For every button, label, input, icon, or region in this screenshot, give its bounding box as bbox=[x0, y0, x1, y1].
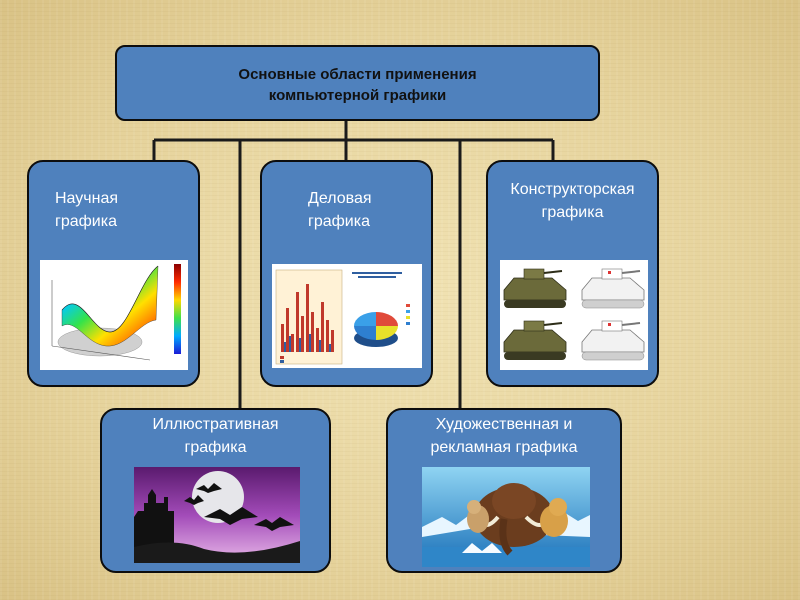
artistic-advertising-graphics-label: Художественная и рекламная графика bbox=[430, 416, 578, 456]
3d-surface-plot-image bbox=[40, 260, 188, 370]
diagram-title: Основные области применения компьютерной… bbox=[117, 64, 598, 106]
business-graphics-label: Деловая графика bbox=[308, 190, 372, 230]
scientific-graphics-box: Научная графика bbox=[27, 160, 200, 387]
scientific-graphics-label: Научная графика bbox=[55, 190, 119, 230]
ice-age-cartoon-image bbox=[422, 467, 590, 567]
artistic-advertising-graphics-box: Художественная и рекламная графика bbox=[386, 408, 622, 573]
vehicle-2 bbox=[581, 268, 645, 309]
illustrative-graphics-box: Иллюстративная графика bbox=[100, 408, 331, 573]
armored-vehicles-image bbox=[500, 260, 648, 370]
engineering-graphics-label: Конструкторская графика bbox=[510, 181, 635, 221]
tank-1 bbox=[503, 268, 567, 308]
vehicle-4 bbox=[581, 320, 645, 361]
title-line-2: компьютерной графики bbox=[268, 87, 447, 104]
castle-bats-moon-image bbox=[134, 467, 300, 563]
title-line-1: Основные области применения bbox=[238, 66, 477, 83]
business-graphics-box: Деловая графика bbox=[260, 160, 433, 387]
bar-and-pie-chart-image bbox=[272, 264, 422, 368]
engineering-graphics-box: Конструкторская графика bbox=[486, 160, 659, 387]
tank-3 bbox=[503, 320, 567, 360]
illustrative-graphics-label: Иллюстративная графика bbox=[152, 416, 279, 456]
title-box: Основные области применения компьютерной… bbox=[115, 45, 600, 121]
